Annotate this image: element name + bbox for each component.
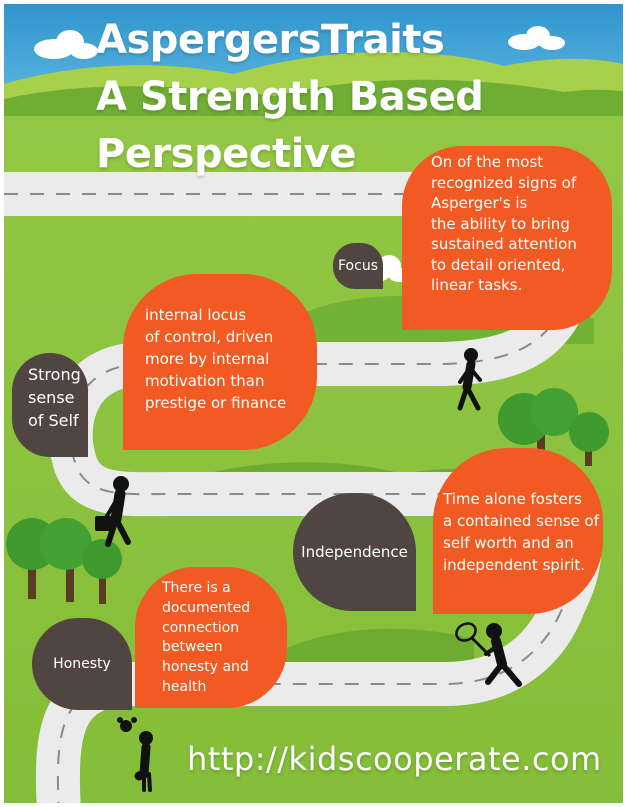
- title-line-1: AspergersTraits: [96, 17, 445, 63]
- title-line-2: A Strength Based: [96, 74, 484, 120]
- walking-person-icon: [457, 348, 482, 411]
- thinking-woman-icon: [117, 717, 153, 792]
- hills: [4, 79, 623, 116]
- tree-icon: [498, 388, 609, 466]
- website-url: http://kidscooperate.com: [187, 740, 602, 778]
- self-description-bubble: internal locus of control, driven more b…: [123, 274, 317, 450]
- title-line-3: Perspective: [96, 131, 357, 177]
- tree-icon: [6, 518, 122, 604]
- person-butterfly-net-icon: [455, 622, 522, 687]
- cloud-icon: [508, 26, 565, 50]
- focus-label: Focus: [333, 243, 383, 289]
- honesty-label: Honesty: [32, 618, 132, 710]
- strong-sense-of-self-label: Strong sense of Self: [12, 353, 88, 457]
- businessman-briefcase-icon: [95, 476, 131, 547]
- focus-description-bubble: On of the most recognized signs of Asper…: [402, 146, 612, 330]
- honesty-description-bubble: There is a documented connection between…: [135, 567, 287, 708]
- cloud-icon: [34, 30, 98, 59]
- independence-label: Independence: [293, 493, 416, 611]
- hills: [284, 628, 474, 664]
- independence-description-bubble: Time alone fosters a contained sense of …: [433, 448, 603, 614]
